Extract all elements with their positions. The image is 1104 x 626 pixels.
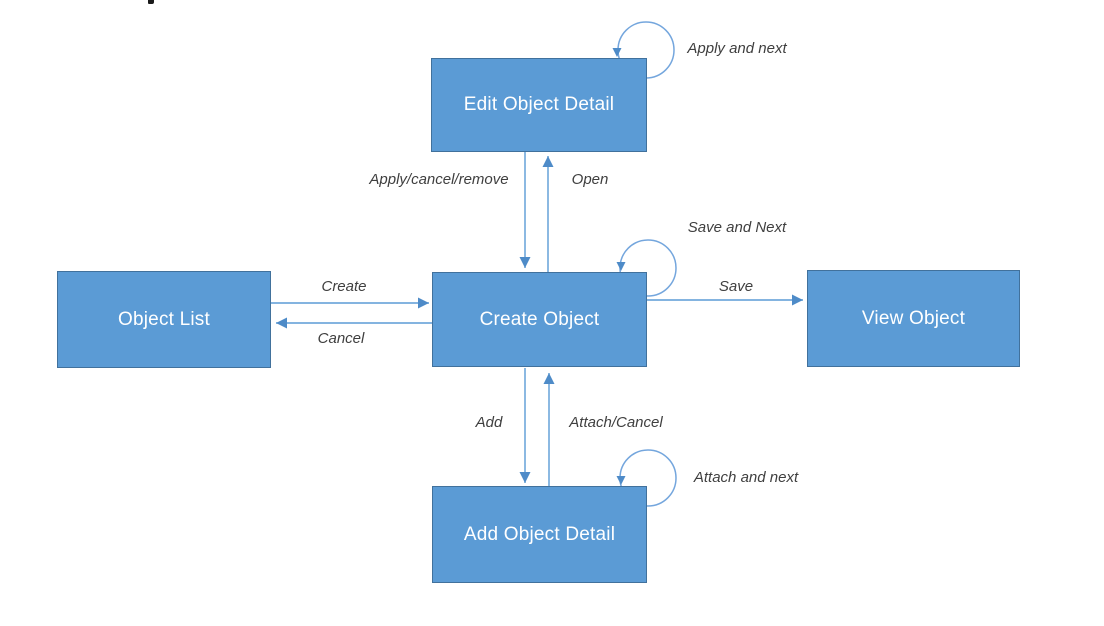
edge-label-save: Save (718, 278, 754, 295)
edge-label-save-and-next: Save and Next (687, 219, 787, 236)
node-add-object-detail-label: Add Object Detail (463, 523, 616, 545)
edge-attach-and-next-arrowhead (616, 476, 626, 485)
node-create-object-label: Create Object (479, 308, 600, 330)
edge-label-create: Create (321, 278, 367, 295)
node-view-object: View Object (807, 270, 1020, 367)
edge-label-apply-and-next: Apply and next (687, 40, 787, 57)
edge-label-cancel: Cancel (317, 330, 365, 347)
node-object-list: Object List (57, 271, 271, 368)
edge-apply-and-next-arrowhead (612, 48, 622, 57)
node-view-object-label: View Object (861, 307, 966, 329)
node-edit-object-detail: Edit Object Detail (431, 58, 647, 152)
edge-label-open: Open (571, 171, 609, 188)
edge-label-apply-cancel-remove: Apply/cancel/remove (369, 171, 509, 188)
node-add-object-detail: Add Object Detail (432, 486, 647, 583)
clipped-text-fragment (148, 0, 154, 4)
node-object-list-label: Object List (118, 308, 210, 330)
edge-save-and-next-arrowhead (616, 262, 626, 271)
node-edit-object-detail-label: Edit Object Detail (463, 94, 615, 115)
edge-label-attach-cancel: Attach/Cancel (569, 414, 663, 431)
edge-label-attach-and-next: Attach and next (693, 469, 799, 486)
node-create-object: Create Object (432, 272, 647, 367)
edge-label-add: Add (475, 414, 503, 431)
